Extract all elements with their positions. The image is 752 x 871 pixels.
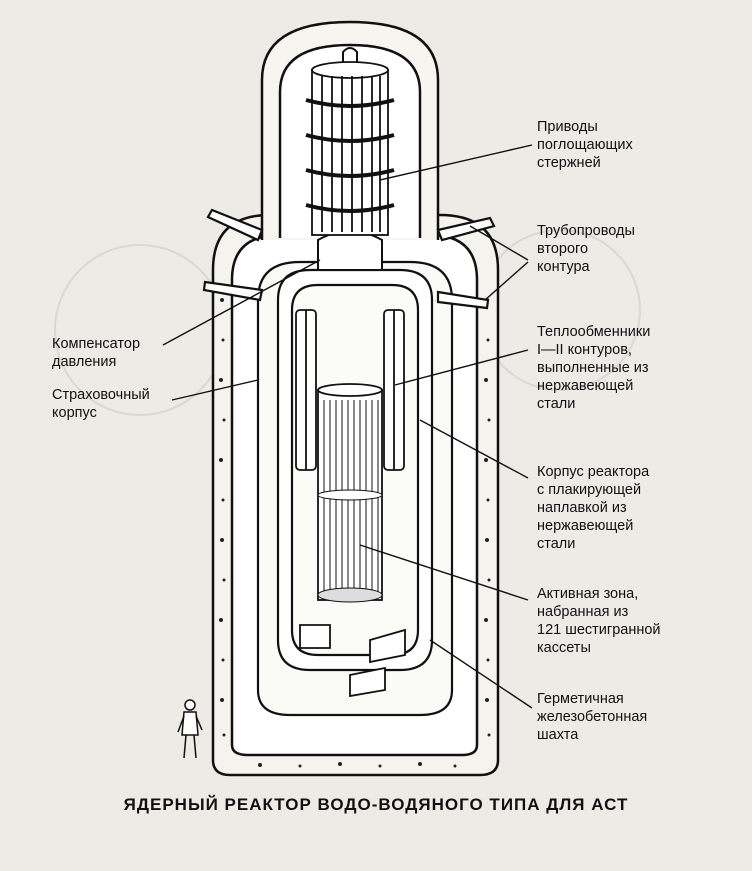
label-core: Активная зона, набранная из 121 шестигра… [537, 586, 661, 656]
label-guard-vessel: Страховочный корпус [52, 387, 150, 421]
bottom-supports [299, 624, 406, 698]
leader-reactor-vessel [419, 419, 529, 479]
human-scale-figure [177, 699, 203, 759]
pressurizer [317, 230, 383, 271]
leader-heat-exchangers [394, 349, 529, 386]
label-drives: Приводы поглощающих стержней [537, 119, 633, 171]
figure-caption: ЯДЕРНЫЙ РЕАКТОР ВОДО-ВОДЯНОГО ТИПА ДЛЯ А… [123, 795, 629, 814]
leader-shaft [429, 639, 533, 709]
leader-pressurizer [162, 259, 321, 346]
leader-guard-vessel [171, 379, 259, 401]
label-pressurizer: Компенсатор давления [52, 336, 141, 370]
leader-drives [379, 144, 533, 181]
leader-lines [162, 144, 533, 709]
leader-pipelines-b [484, 261, 529, 301]
label-shaft: Герметичная железобетонная шахта [537, 691, 648, 743]
control-rod-drives [305, 47, 395, 236]
heat-exchangers [295, 309, 405, 471]
active-core [317, 400, 383, 603]
label-pipelines: Трубопроводы второго контура [537, 223, 635, 275]
leader-core [359, 544, 529, 601]
secondary-pipelines [202, 208, 496, 310]
leader-pipelines-a [469, 225, 529, 261]
label-heat-exchangers: Теплообменники I—II контуров, выполненны… [537, 324, 651, 412]
label-reactor-vessel: Корпус реактора с плакирующей наплавкой … [537, 464, 650, 552]
